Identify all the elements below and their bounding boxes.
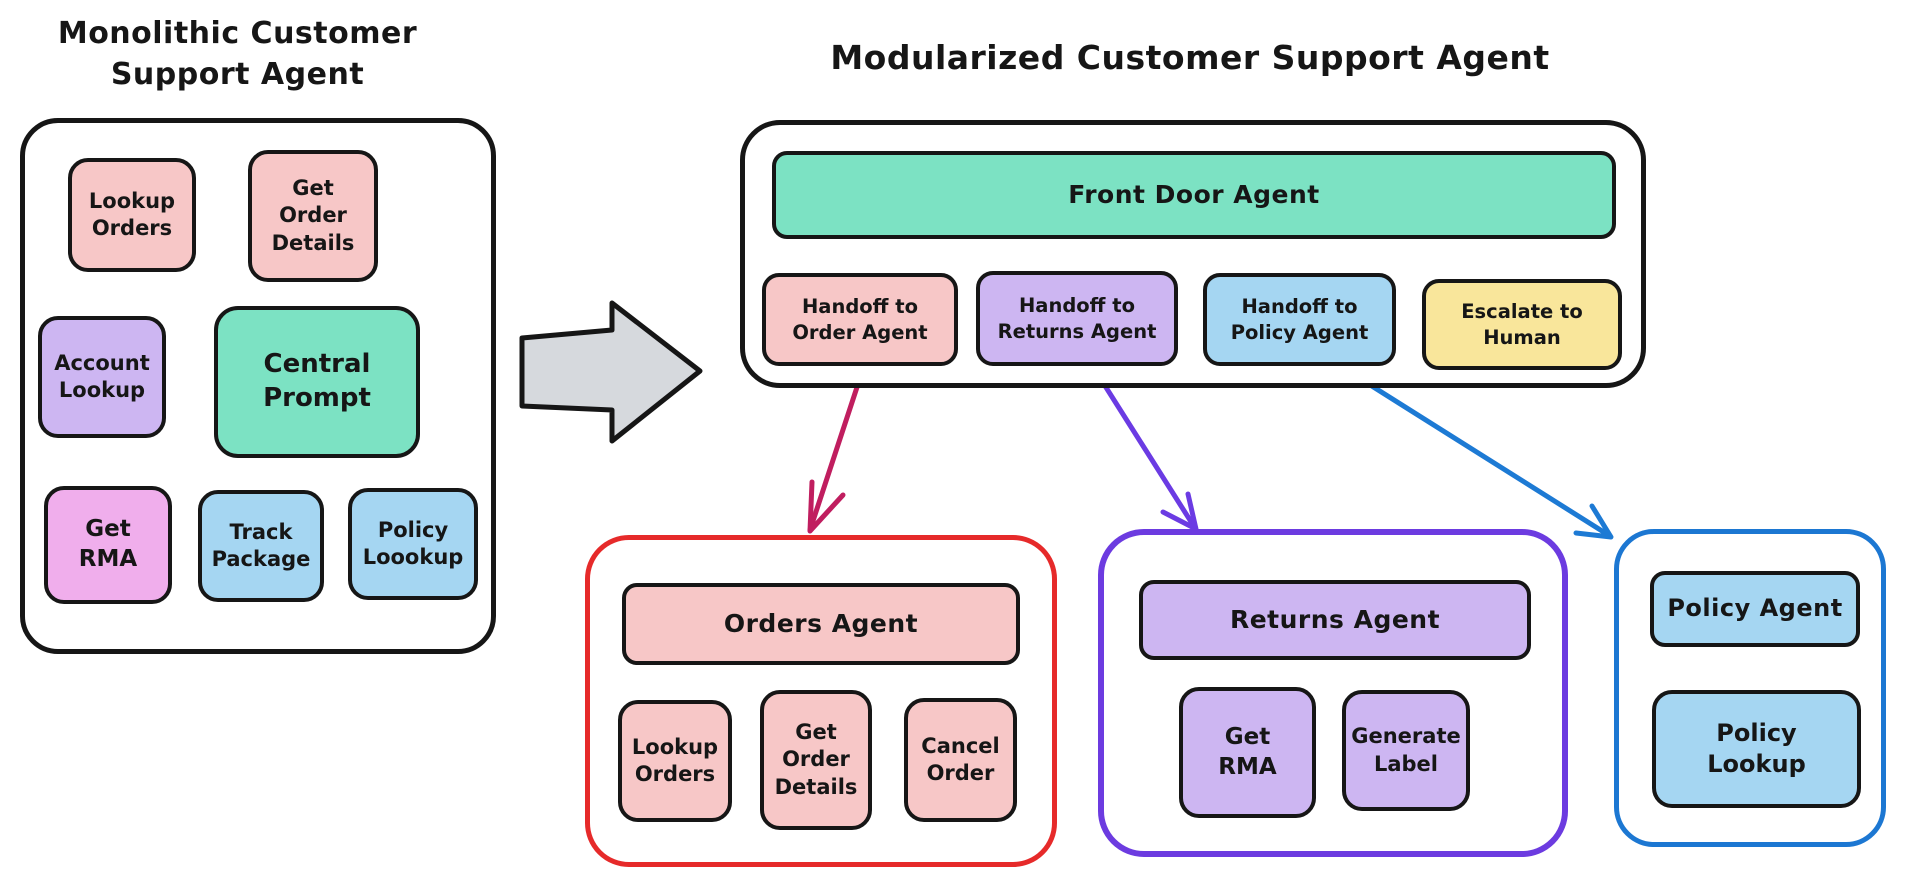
arrow-to-policy-agent-head-icon	[1573, 503, 1614, 540]
mono-tool-policy-loookup: Policy Loookup	[348, 488, 478, 600]
handoff-policy-agent-box: Handoff to Policy Agent	[1203, 273, 1396, 366]
orders-agent-header: Orders Agent	[622, 583, 1020, 665]
front-door-agent-bar: Front Door Agent	[772, 151, 1616, 239]
arrow-to-returns-agent	[1092, 367, 1198, 531]
mono-tool-get-rma: Get RMA	[44, 486, 172, 604]
orders-tool-lookup-orders: Lookup Orders	[618, 700, 732, 822]
monolith-to-modular-arrow-icon	[519, 300, 703, 444]
escalate-to-human-box: Escalate to Human	[1422, 279, 1622, 370]
returns-tool-get-rma: Get RMA	[1179, 687, 1316, 818]
orders-tool-cancel-order: Cancel Order	[904, 698, 1017, 822]
mono-tool-track-package: Track Package	[198, 490, 324, 602]
mono-tool-account-lookup: Account Lookup	[38, 316, 166, 438]
handoff-order-agent-box: Handoff to Order Agent	[762, 273, 958, 366]
mono-tool-get-order-details: Get Order Details	[248, 150, 378, 282]
arrow-to-orders-agent	[807, 369, 865, 533]
returns-tool-generate-label: Generate Label	[1342, 690, 1470, 811]
policy-tool-policy-lookup: Policy Lookup	[1652, 690, 1861, 808]
policy-agent-header: Policy Agent	[1650, 571, 1860, 647]
handoff-returns-agent-box: Handoff to Returns Agent	[976, 271, 1178, 366]
mono-central-prompt: Central Prompt	[214, 306, 420, 458]
orders-tool-get-order-details: Get Order Details	[760, 690, 872, 830]
mono-tool-lookup-orders: Lookup Orders	[68, 158, 196, 272]
arrow-to-policy-agent	[1345, 368, 1613, 539]
arrow-to-orders-agent-head-icon	[807, 479, 846, 534]
modularized-title: Modularized Customer Support Agent	[830, 38, 1550, 77]
monolithic-title: Monolithic Customer Support Agent	[57, 16, 418, 92]
returns-agent-header: Returns Agent	[1139, 580, 1531, 660]
returns-agent-group-box	[1098, 529, 1568, 857]
